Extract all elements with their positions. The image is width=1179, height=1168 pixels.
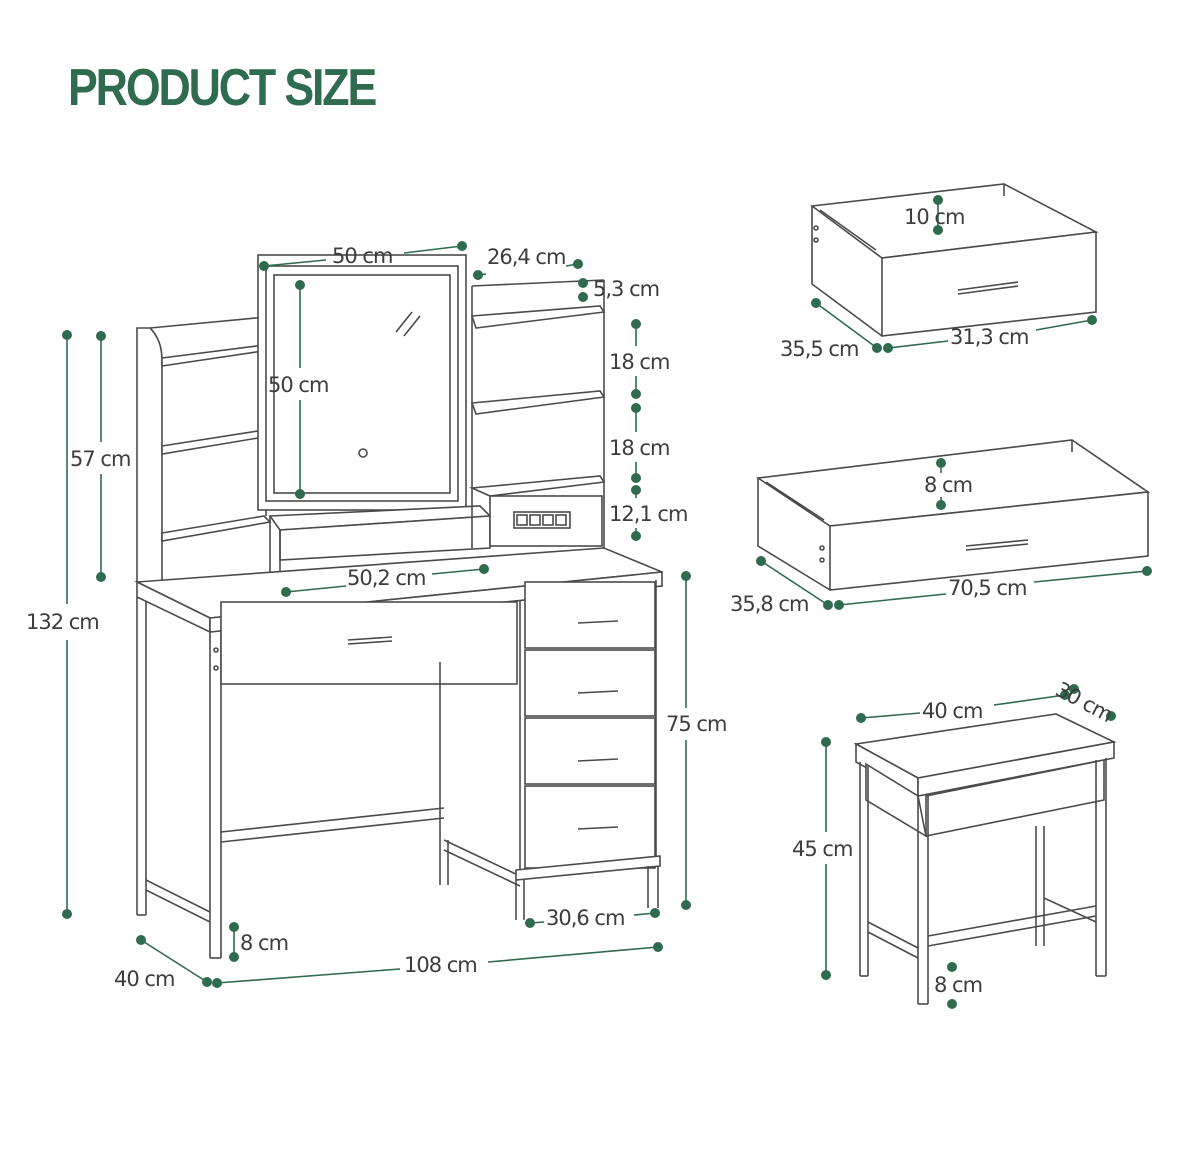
vanity-total-height-label: 132 cm [26,610,99,634]
vanity-shelf-gap-1-label: 18 cm [609,350,669,374]
vanity-upper-height-label: 57 cm [70,447,130,471]
vanity-shelf-gap-2-label: 18 cm [609,436,669,460]
page-title: PRODUCT SIZE [68,59,377,117]
large-drawer-depth-label: 35,8 cm [730,592,808,616]
small-drawer-width-label: 31,3 cm [950,325,1028,349]
vanity-depth-label: 40 cm [114,967,174,991]
stool-leg-height-label: 8 cm [934,973,982,997]
large-drawer-width-label: 70,5 cm [948,576,1026,600]
large-drawer-drawing [755,439,1151,591]
small-drawer-height-label: 10 cm [904,205,964,229]
vanity-cabinet-depth-label: 30,6 cm [546,906,624,930]
small-drawer-depth-label: 35,5 cm [780,337,858,361]
vanity-socket-gap-label: 12,1 cm [609,502,687,526]
vanity-top-gap-label: 5,3 cm [593,277,659,301]
vanity-mirror-base-width-label: 50,2 cm [347,566,425,590]
small-drawer-drawing [809,183,1099,337]
stool-height-label: 45 cm [792,837,852,861]
large-drawer-height-label: 8 cm [924,473,972,497]
vanity-mirror-width-label: 50 cm [332,244,392,268]
stool-width-label: 40 cm [922,699,982,723]
vanity-drawing [134,254,663,959]
vanity-table-height-label: 75 cm [666,712,726,736]
vanity-total-width-label: 108 cm [404,953,477,977]
stool-drawing [853,713,1117,1005]
vanity-shelf-width-label: 26,4 cm [487,245,565,269]
vanity-mirror-height-label: 50 cm [268,373,328,397]
dimension-labels: 50 cm 26,4 cm 5,3 cm 50 cm 18 cm 18 cm 1… [26,205,1116,997]
vanity-leg-height-label: 8 cm [240,931,288,955]
dimension-lines [62,195,1152,1009]
